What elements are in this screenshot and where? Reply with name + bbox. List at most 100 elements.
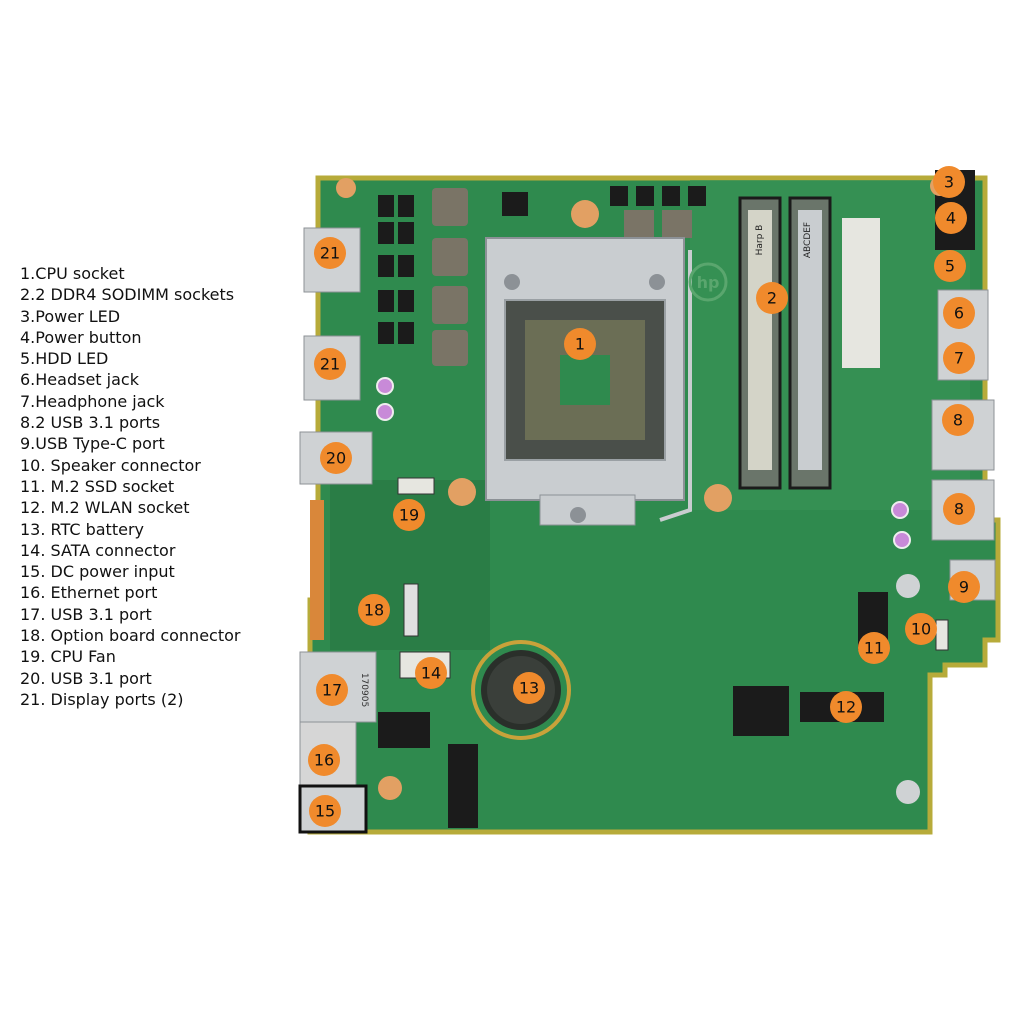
legend-item: 14. SATA connector [20, 540, 240, 561]
legend-number: 2. [20, 285, 36, 305]
svg-text:16: 16 [314, 751, 334, 770]
legend-label: RTC battery [50, 519, 144, 539]
svg-text:18: 18 [364, 601, 384, 620]
legend-label: M.2 WLAN socket [50, 498, 190, 518]
legend-number: 20. [20, 668, 46, 688]
vrm-chips [378, 195, 414, 344]
svg-text:7: 7 [954, 349, 964, 368]
top-chips [502, 186, 706, 238]
chipset [733, 686, 789, 736]
callout-14: 14 [415, 657, 447, 689]
legend-number: 19. [20, 647, 46, 667]
callout-4: 4 [935, 202, 967, 234]
legend-item: 16. Ethernet port [20, 582, 240, 603]
legend-label: USB 3.1 port [50, 668, 152, 688]
legend-item: 9.USB Type-C port [20, 433, 240, 454]
legend-item: 10. Speaker connector [20, 455, 240, 476]
sodimm-sockets: Harp B ABCDEF [738, 196, 832, 490]
svg-text:21: 21 [320, 355, 340, 374]
svg-text:2: 2 [767, 289, 777, 308]
m2-bottom-socket [448, 744, 478, 828]
legend-item: 12. M.2 WLAN socket [20, 497, 240, 518]
legend-item: 13. RTC battery [20, 519, 240, 540]
callout-2: 2 [756, 282, 788, 314]
legend-item: 17. USB 3.1 port [20, 604, 240, 625]
svg-text:170905: 170905 [359, 673, 369, 707]
option-connector [403, 583, 419, 637]
legend-label: Headphone jack [35, 391, 165, 411]
svg-text:11: 11 [864, 639, 884, 658]
legend-number: 13. [20, 519, 46, 539]
legend-label: Power button [35, 327, 142, 347]
lan-chip [378, 712, 430, 748]
legend-number: 7. [20, 391, 36, 411]
callout-19: 19 [393, 499, 425, 531]
callout-15: 15 [309, 795, 341, 827]
component-legend: 1.CPU socket 2.2 DDR4 SODIMM sockets 3.P… [20, 263, 240, 710]
legend-label: 2 DDR4 SODIMM sockets [35, 285, 235, 305]
fan-header [397, 477, 435, 495]
legend-item: 7.Headphone jack [20, 391, 240, 412]
legend-number: 17. [20, 604, 46, 624]
legend-item: 3.Power LED [20, 306, 240, 327]
legend-number: 12. [20, 498, 46, 518]
callout-17: 17 [316, 674, 348, 706]
legend-item: 2.2 DDR4 SODIMM sockets [20, 284, 240, 305]
legend-number: 5. [20, 349, 36, 369]
legend-item: 8.2 USB 3.1 ports [20, 412, 240, 433]
legend-item: 5.HDD LED [20, 348, 240, 369]
legend-label: USB 3.1 port [50, 604, 152, 624]
callout-21a: 21 [314, 237, 346, 269]
legend-number: 6. [20, 370, 36, 390]
legend-item: 18. Option board connector [20, 625, 240, 646]
legend-item: 21. Display ports (2) [20, 689, 240, 710]
legend-item: 6.Headset jack [20, 369, 240, 390]
svg-text:4: 4 [946, 209, 956, 228]
legend-number: 15. [20, 562, 46, 582]
callout-7: 7 [943, 342, 975, 374]
svg-text:14: 14 [421, 664, 441, 683]
svg-text:6: 6 [954, 304, 964, 323]
legend-label: SATA connector [50, 540, 176, 560]
legend-number: 4. [20, 327, 36, 347]
callout-8a: 8 [942, 404, 974, 436]
callout-1: 1 [564, 328, 596, 360]
svg-text:1: 1 [575, 335, 585, 354]
legend-number: 18. [20, 626, 46, 646]
cpu-socket [485, 237, 692, 526]
svg-text:ABCDEF: ABCDEF [803, 222, 813, 258]
legend-label: Option board connector [50, 626, 241, 646]
legend-number: 3. [20, 306, 36, 326]
legend-item: 19. CPU Fan [20, 646, 240, 667]
svg-text:8: 8 [953, 411, 963, 430]
callout-9: 9 [948, 571, 980, 603]
barcode-label [842, 218, 880, 368]
legend-item: 4.Power button [20, 327, 240, 348]
svg-text:13: 13 [519, 679, 539, 698]
legend-label: Power LED [35, 306, 121, 326]
callout-5: 5 [934, 250, 966, 282]
legend-number: 14. [20, 540, 46, 560]
svg-text:8: 8 [954, 500, 964, 519]
legend-label: USB Type-C port [35, 434, 165, 454]
legend-label: M.2 SSD socket [50, 476, 175, 496]
legend-label: Ethernet port [50, 583, 158, 603]
legend-number: 10. [20, 455, 46, 475]
legend-label: 2 USB 3.1 ports [35, 413, 161, 433]
svg-text:3: 3 [944, 173, 954, 192]
capacitors [376, 377, 911, 549]
callout-group: 1 2 3 4 5 6 7 8 8 9 10 11 12 13 14 15 16… [308, 166, 980, 827]
inductors [432, 188, 468, 366]
legend-label: CPU socket [35, 264, 125, 283]
callout-20: 20 [320, 442, 352, 474]
callout-11: 11 [858, 632, 890, 664]
svg-text:15: 15 [315, 802, 335, 821]
callout-21b: 21 [314, 348, 346, 380]
svg-text:10: 10 [911, 620, 931, 639]
legend-number: 9. [20, 434, 36, 454]
legend-item: 1.CPU socket [20, 263, 240, 284]
legend-label: DC power input [50, 562, 175, 582]
svg-text:17: 17 [322, 681, 342, 700]
legend-label: Speaker connector [50, 455, 201, 475]
